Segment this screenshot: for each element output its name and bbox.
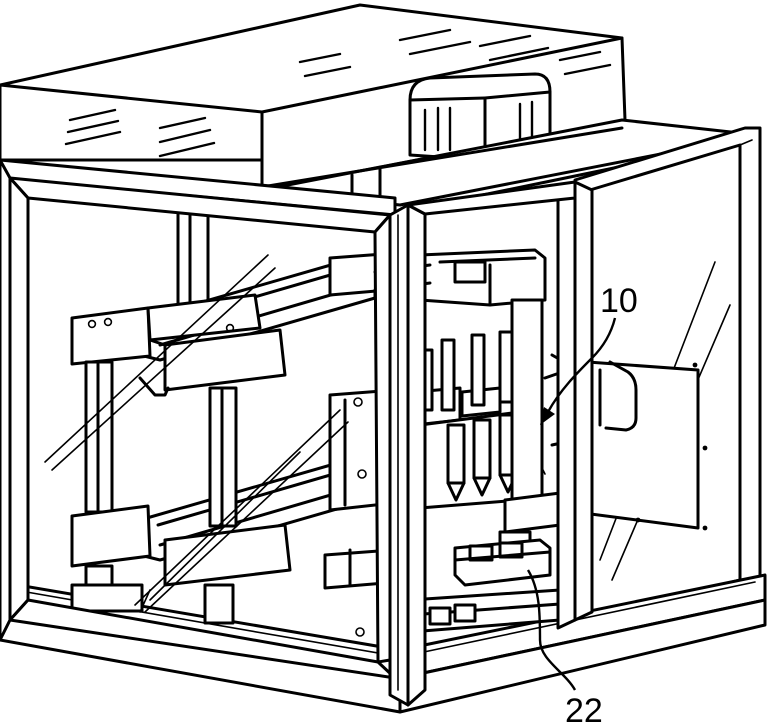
svg-text:22: 22	[565, 692, 603, 724]
svg-text:10: 10	[600, 282, 638, 320]
mechanism	[72, 250, 575, 632]
workpiece-tray	[455, 540, 550, 585]
